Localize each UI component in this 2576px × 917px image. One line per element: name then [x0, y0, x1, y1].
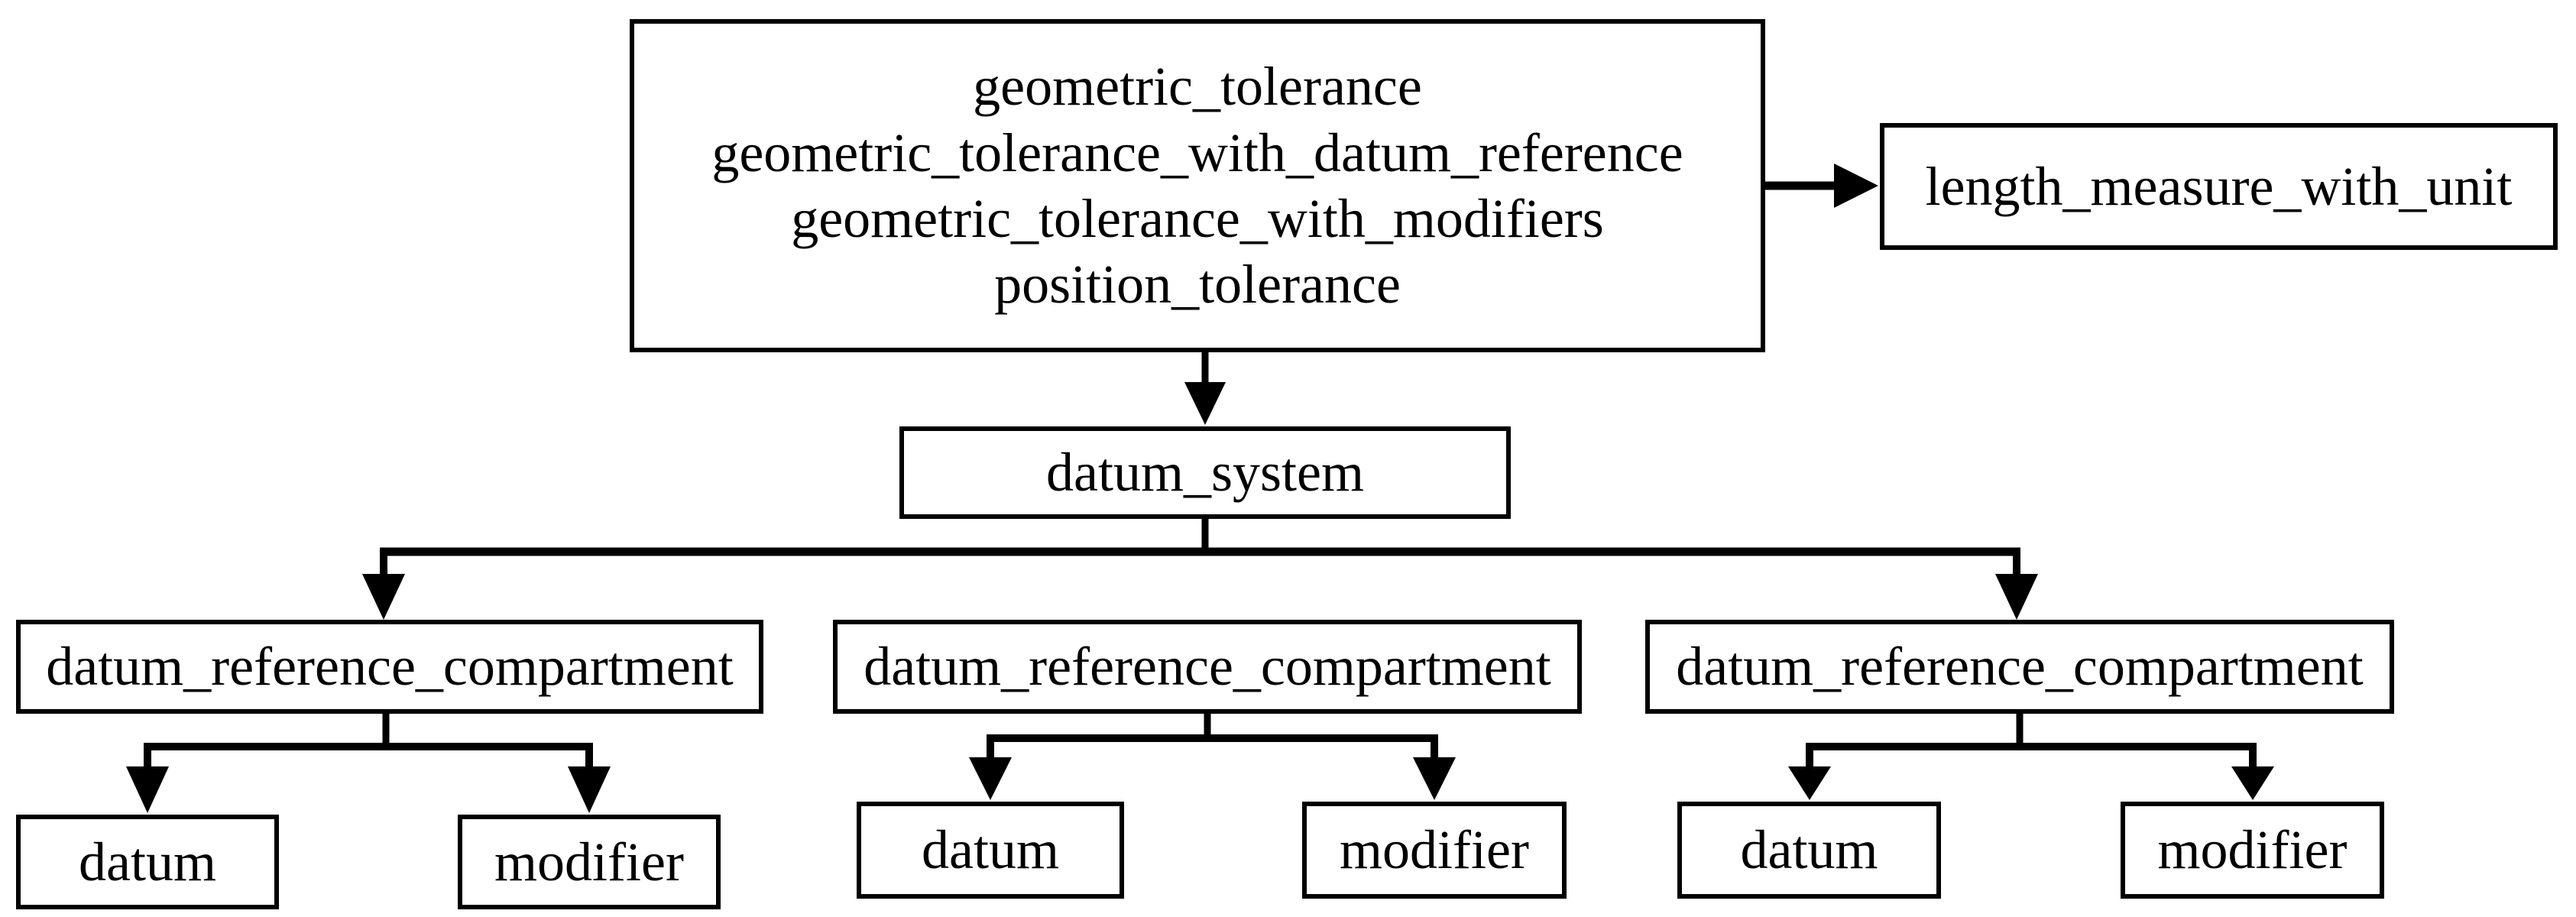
arrowhead-down-icon — [2231, 766, 2274, 800]
datum-system-box: datum_system — [899, 426, 1511, 519]
arrowhead-down-icon — [1788, 766, 1831, 800]
arrowhead-down-icon — [126, 766, 169, 813]
arrowhead-down-icon — [1995, 574, 2038, 620]
datum-reference-compartment-box-2: datum_reference_compartment — [833, 620, 1582, 714]
modifier-box-1: modifier — [458, 815, 721, 909]
modifier-label: modifier — [494, 831, 684, 893]
arrowhead-down-icon — [969, 757, 1012, 800]
length-measure-box: length_measure_with_unit — [1880, 123, 2558, 250]
datum-reference-compartment-box-3: datum_reference_compartment — [1645, 620, 2394, 714]
datum-label: datum — [79, 831, 216, 893]
datum-box-1: datum — [16, 815, 279, 909]
datum-reference-compartment-box-1: datum_reference_compartment — [16, 620, 763, 714]
compartment-label: datum_reference_compartment — [864, 636, 1551, 698]
arrowhead-right-icon — [1834, 164, 1878, 208]
arrowhead-down-icon — [362, 574, 405, 620]
modifier-label: modifier — [2157, 819, 2348, 881]
root-tolerance-box: geometric_tolerance geometric_tolerance_… — [630, 19, 1765, 352]
datum-box-3: datum — [1677, 802, 1941, 899]
datum-label: datum — [922, 819, 1059, 881]
arrowhead-down-icon — [1184, 382, 1226, 425]
root-box-line: geometric_tolerance — [973, 56, 1422, 118]
modifier-box-2: modifier — [1302, 802, 1567, 899]
root-box-line: geometric_tolerance_with_datum_reference — [711, 122, 1683, 183]
datum-label: datum — [1740, 819, 1878, 881]
length-measure-label: length_measure_with_unit — [1925, 155, 2513, 217]
compartment-label: datum_reference_compartment — [1676, 636, 2364, 698]
modifier-label: modifier — [1340, 819, 1529, 881]
compartment-label: datum_reference_compartment — [46, 636, 734, 698]
arrowhead-down-icon — [568, 766, 611, 813]
datum-box-2: datum — [857, 802, 1124, 899]
datum-system-label: datum_system — [1046, 442, 1364, 504]
root-box-line: position_tolerance — [994, 254, 1401, 316]
arrowhead-down-icon — [1413, 757, 1456, 800]
root-box-line: geometric_tolerance_with_modifiers — [791, 188, 1604, 249]
modifier-box-3: modifier — [2121, 802, 2384, 899]
